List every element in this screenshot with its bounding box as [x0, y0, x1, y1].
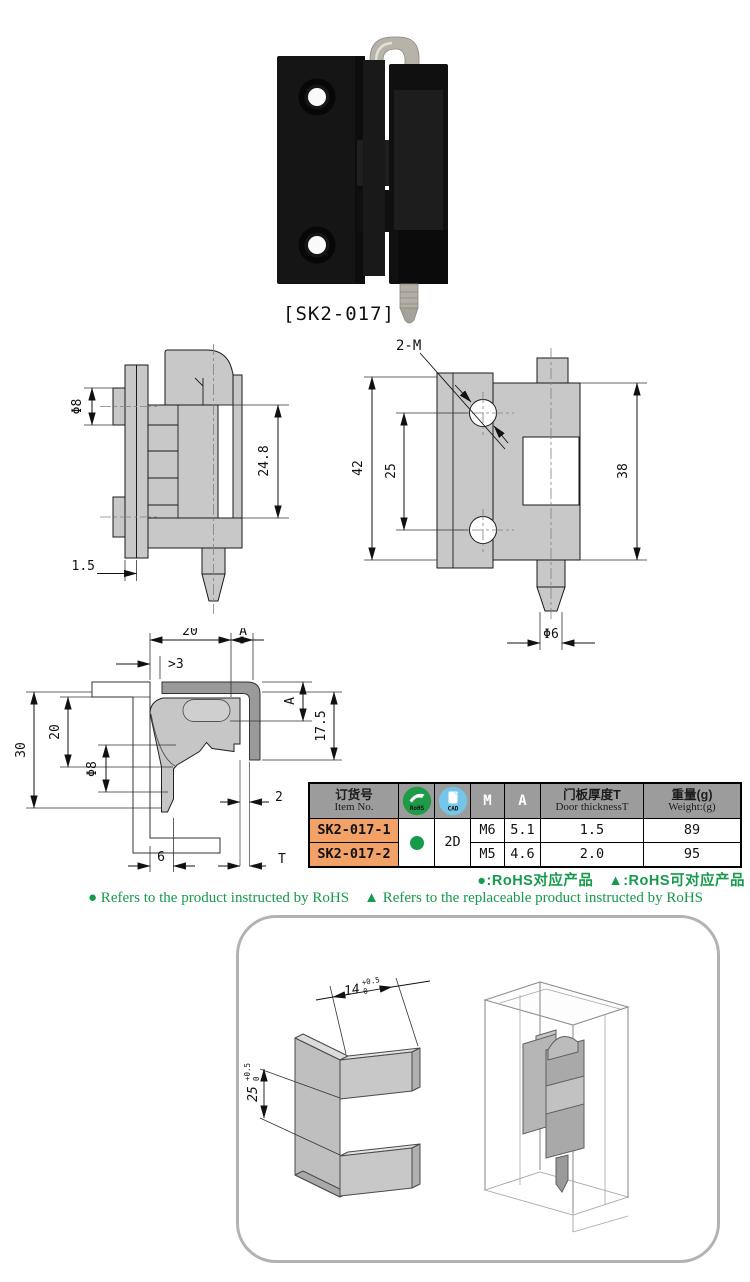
row1-a: 5.1 [505, 819, 540, 842]
dim-front-38: 38 [616, 463, 631, 479]
cad-icon: CAD [438, 786, 467, 816]
installation-diagram: 14 +0.5 0 25 +0.5 0 [243, 975, 630, 1233]
dim-sec-t: T [278, 852, 286, 867]
product-caption: [SK2-017] [283, 303, 395, 325]
row2-m: M5 [471, 843, 504, 866]
hinge-body-profile [149, 697, 241, 813]
dim-sec-gt3: >3 [168, 657, 184, 672]
row1-item: SK2-017-1 [310, 819, 398, 842]
row2-weight: 95 [644, 843, 740, 866]
row2-item: SK2-017-2 [310, 843, 398, 866]
mounted-hinge [522, 1029, 585, 1193]
mount-hole-top [298, 78, 336, 116]
bracket-profile [161, 681, 261, 761]
cutout-bracket-iso [294, 1033, 421, 1198]
row1-thickness: 1.5 [541, 819, 643, 842]
rohs-dot [409, 835, 424, 850]
dim-sec-phi8: Φ8 [85, 761, 100, 777]
svg-text:0: 0 [252, 1076, 261, 1081]
rohs-note-cn: ●:RoHS对应产品 ▲:RoHS可对应产品 [477, 873, 745, 889]
hinge-photo-shape [277, 36, 448, 324]
dim-front-25: 25 [384, 463, 399, 479]
dim-install-25: 25 +0.5 0 [243, 1063, 261, 1102]
svg-text:25: 25 [246, 1086, 261, 1102]
cad-2d-cell: 2D [435, 819, 470, 866]
svg-text:RoHS: RoHS [409, 805, 424, 812]
header-cad: CAD [435, 784, 470, 818]
dim-side-24-8: 24.8 [257, 445, 272, 476]
spec-table: 订货号 Item No. RoHS CAD M A 门板厚度T Door thi… [308, 782, 742, 868]
dim-side-1-5: 1.5 [72, 559, 95, 574]
row1-m: M6 [471, 819, 504, 842]
dim-front-2m: 2-M [396, 338, 421, 354]
dim-sec-20-top: 20 [182, 628, 198, 639]
header-m: M [471, 784, 504, 818]
header-item-no: 订货号 Item No. [310, 784, 398, 818]
svg-text:CAD: CAD [447, 806, 458, 813]
section-view: 20 A >3 30 20 Φ8 A 17.5 2 6 T [14, 628, 342, 872]
rohs-icon: RoHS [402, 786, 431, 816]
header-rohs: RoHS [399, 784, 434, 818]
hook-profile [164, 349, 234, 406]
rohs-note-en: ● Refers to the product instructed by Ro… [88, 890, 704, 906]
bottom-pin [399, 283, 419, 324]
dim-sec-17-5: 17.5 [314, 710, 329, 741]
dim-front-phi6: Φ6 [543, 627, 559, 642]
header-a: A [505, 784, 540, 818]
mount-hole-bottom [298, 226, 336, 264]
pin-slot [182, 699, 231, 722]
svg-text:+0.5: +0.5 [361, 975, 380, 987]
dim-sec-2: 2 [275, 790, 283, 805]
svg-text:14: 14 [343, 982, 361, 999]
dim-sec-20-left: 20 [48, 724, 63, 740]
dim-sec-30: 30 [14, 742, 29, 758]
row2-thickness: 2.0 [541, 843, 643, 866]
dim-side-phi8: Φ8 [70, 399, 85, 415]
dim-sec-a-top: A [239, 628, 247, 639]
installation-panel: 14 +0.5 0 25 +0.5 0 [236, 915, 720, 1263]
header-thickness: 门板厚度T Door thicknessT [541, 784, 643, 818]
side-view-shape [112, 349, 243, 602]
row2-a: 4.6 [505, 843, 540, 866]
svg-text:0: 0 [363, 986, 369, 996]
hinge-pin-tip [555, 1154, 569, 1193]
svg-text:+0.5: +0.5 [243, 1063, 252, 1081]
dim-sec-a-right: A [283, 697, 298, 705]
dim-25-extensions [259, 1068, 341, 1156]
dim-front-42: 42 [351, 460, 366, 476]
technical-drawings: Φ8 24.8 1.5 2-M [70, 338, 647, 650]
product-photo [277, 36, 448, 324]
dim-sec-6: 6 [157, 850, 165, 865]
rohs-status-cell [399, 819, 434, 866]
row1-weight: 89 [644, 819, 740, 842]
left-plate [277, 56, 365, 284]
dim-install-14: 14 +0.5 0 [343, 975, 380, 999]
header-weight: 重量(g) Weight:(g) [644, 784, 740, 818]
centerlines-side [100, 344, 214, 614]
